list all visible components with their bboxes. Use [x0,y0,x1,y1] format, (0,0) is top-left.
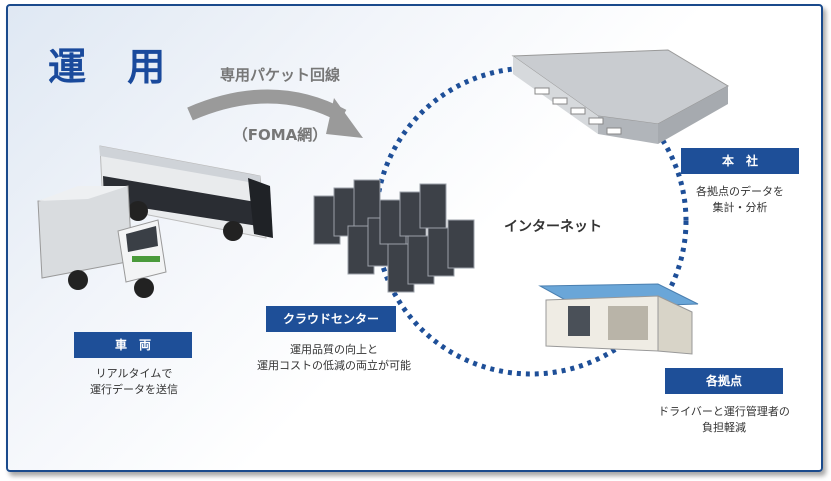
truck-illustration [37,185,167,298]
bus-illustration [99,145,273,241]
hq-desc-line2: 集計・分析 [712,201,768,214]
server-racks-illustration [313,179,475,293]
packet-arrow-head [326,98,363,138]
vehicle-desc-line2: 運行データを送信 [90,383,178,396]
hq-desc-line1: 各拠点のデータを [696,185,784,198]
foma-network-label: （FOMA網） [232,126,328,144]
vehicle-desc-line1: リアルタイムで [95,367,173,380]
diagram-artwork [37,49,730,377]
branch-label: 各拠点 [665,368,783,394]
branch-office-illustration [538,283,699,355]
packet-line-label: 専用パケット回線 [219,66,340,84]
headquarters-desc: 各拠点のデータを 集計・分析 [670,184,810,216]
branch-desc-line2: 負担軽減 [702,421,746,434]
cloud-center-desc: 運用品質の向上と 運用コストの低減の両立が可能 [234,342,434,374]
diagram-frame: 運 用 専用パケット回線 （FOMA網） インターネット 車 両 リアルタイムで… [6,4,823,472]
internet-ring [373,65,689,377]
headquarters-illustration [511,49,730,144]
page-title: 運 用 [48,45,180,89]
internet-label: インターネット [504,219,602,235]
cloud-desc-line2: 運用コストの低減の両立が可能 [257,359,411,372]
vehicle-desc: リアルタイムで 運行データを送信 [54,366,214,398]
branch-desc: ドライバーと運行管理者の 負担軽減 [636,404,812,436]
cloud-center-label: クラウドセンター [266,306,396,332]
headquarters-label: 本 社 [681,148,799,174]
cloud-desc-line1: 運用品質の向上と [290,343,378,356]
packet-arrow [187,89,347,123]
vehicle-label: 車 両 [74,332,192,358]
branch-desc-line1: ドライバーと運行管理者の [658,405,790,418]
